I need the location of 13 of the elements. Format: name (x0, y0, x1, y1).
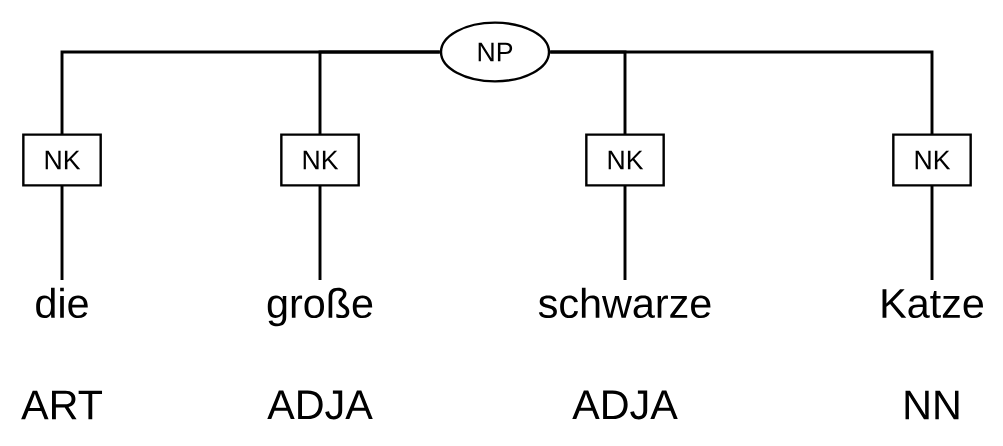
word: schwarze (538, 287, 711, 319)
edge-label: NK (585, 133, 665, 187)
tag-label: ADJA (267, 390, 373, 420)
tag-label: NN (905, 390, 959, 420)
tag-label: ADJA (572, 390, 678, 420)
edge-label: NK (280, 133, 360, 187)
tree-branch (550, 50, 934, 280)
word: die (36, 287, 88, 319)
word: große (267, 287, 373, 327)
edge-label: NK (22, 133, 102, 187)
tag-label: ART (21, 390, 102, 420)
edge-label: NK (892, 133, 972, 187)
word: Katze (882, 289, 983, 319)
